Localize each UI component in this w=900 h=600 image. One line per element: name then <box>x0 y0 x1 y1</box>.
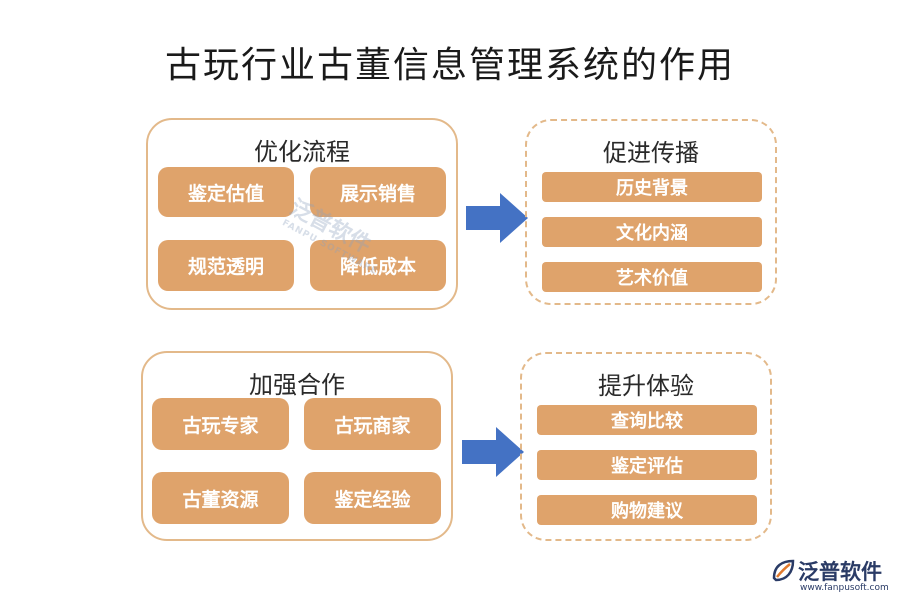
improve-experience-box: 提升体验 <box>520 352 772 541</box>
optimize-item-appraisal: 鉴定估值 <box>158 167 294 217</box>
arrow-right-icon <box>466 193 528 243</box>
promote-item-history: 历史背景 <box>542 172 762 202</box>
promote-item-art-value: 艺术价值 <box>542 262 762 292</box>
experience-item-appraisal: 鉴定评估 <box>537 450 757 480</box>
optimize-item-display-sales: 展示销售 <box>310 167 446 217</box>
optimize-process-box: 优化流程 <box>146 118 458 310</box>
cooperation-item-experts: 古玩专家 <box>152 398 289 450</box>
experience-item-query-compare: 查询比较 <box>537 405 757 435</box>
optimize-item-standard-transparent: 规范透明 <box>158 240 294 291</box>
promote-item-culture: 文化内涵 <box>542 217 762 247</box>
promote-spread-box: 促进传播 <box>525 119 777 305</box>
brand-logo: 泛普软件 www.fanpusoft.com <box>770 556 895 596</box>
optimize-item-cost-reduction: 降低成本 <box>310 240 446 291</box>
cooperation-item-experience: 鉴定经验 <box>304 472 441 524</box>
arrow-right-icon <box>462 427 524 477</box>
strengthen-cooperation-box: 加强合作 <box>141 351 453 541</box>
strengthen-cooperation-title: 加强合作 <box>249 371 345 399</box>
cooperation-item-merchants: 古玩商家 <box>304 398 441 450</box>
page-title: 古玩行业古董信息管理系统的作用 <box>164 45 735 86</box>
optimize-process-title: 优化流程 <box>254 138 350 166</box>
promote-spread-title: 促进传播 <box>603 139 699 167</box>
brand-name: 泛普软件 <box>798 560 882 584</box>
improve-experience-title: 提升体验 <box>598 372 694 400</box>
brand-url: www.fanpusoft.com <box>800 583 889 593</box>
experience-item-shopping-advice: 购物建议 <box>537 495 757 525</box>
brand-leaf-icon <box>772 559 795 582</box>
cooperation-item-resources: 古董资源 <box>152 472 289 524</box>
